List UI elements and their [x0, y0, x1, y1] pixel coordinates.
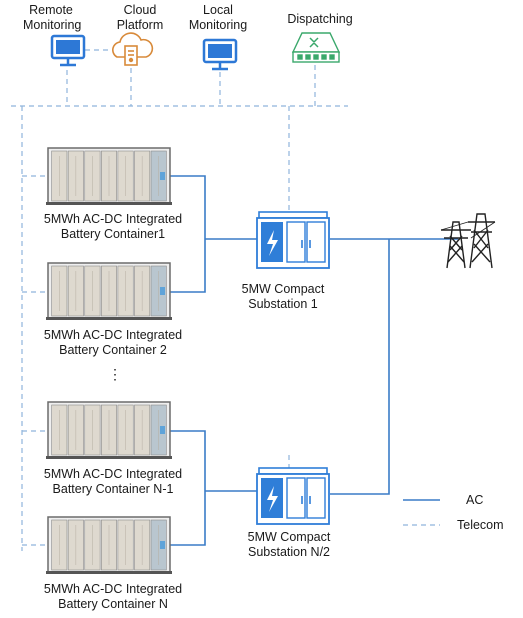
cloud-platform-label-line1: Cloud	[123, 3, 157, 17]
battery-container-n-label-line2: Battery Container N	[58, 597, 168, 611]
substation-1-label: 5MW Compact Substation 1	[228, 282, 338, 312]
cloud-server-icon	[112, 32, 154, 66]
battery-container-2-label: 5MWh AC-DC Integrated Battery Container …	[28, 328, 198, 358]
remote-monitoring-label: Remote Monitoring	[23, 3, 82, 33]
power-tower-icon	[440, 213, 496, 269]
battery-container-n-label: 5MWh AC-DC Integrated Battery Container …	[28, 582, 198, 612]
local-monitoring-label-line2: Monitoring	[188, 18, 248, 32]
legend-telecom-label: Telecom	[457, 518, 504, 532]
substation-n2-label-line2: Substation N/2	[248, 545, 330, 559]
dispatching-label: Dispatching	[283, 12, 357, 27]
network-switch-icon	[291, 32, 341, 63]
battery-container-n-label-line1: 5MWh AC-DC Integrated	[43, 582, 183, 596]
substation-1-label-line1: 5MW Compact	[241, 282, 325, 296]
battery-container-2-icon	[46, 262, 172, 320]
local-monitoring-label-line1: Local	[203, 3, 233, 17]
battery-container-n-1-label-line1: 5MWh AC-DC Integrated	[43, 467, 183, 481]
battery-container-1-label-line1: 5MWh AC-DC Integrated	[43, 212, 183, 226]
substation-n2-label-line1: 5MW Compact	[247, 530, 331, 544]
battery-container-2-label-line2: Battery Container 2	[59, 343, 167, 357]
local-monitoring-label: Local Monitoring	[188, 3, 248, 33]
battery-container-n-1-label: 5MWh AC-DC Integrated Battery Container …	[28, 467, 198, 497]
ac-lines	[170, 175, 458, 546]
battery-container-1-label-line2: Battery Container1	[60, 227, 166, 241]
battery-container-n-1-label-line2: Battery Container N-1	[52, 482, 174, 496]
remote-monitoring-monitor-icon	[50, 34, 86, 67]
substation-1-label-line2: Substation 1	[248, 297, 318, 311]
remote-monitoring-label-line1: Remote	[29, 3, 73, 17]
cloud-platform-label: Cloud Platform	[110, 3, 170, 33]
ellipsis: ⋮	[108, 366, 122, 382]
telecom-lines	[11, 49, 440, 551]
local-monitoring-monitor-icon	[202, 38, 238, 71]
substation-1-icon	[256, 211, 330, 269]
battery-container-1-label: 5MWh AC-DC Integrated Battery Container1	[28, 212, 198, 242]
battery-container-2-label-line1: 5MWh AC-DC Integrated	[43, 328, 183, 342]
battery-container-n-1-icon	[46, 401, 172, 459]
substation-n2-label: 5MW Compact Substation N/2	[234, 530, 344, 560]
battery-container-1-icon	[46, 147, 172, 205]
remote-monitoring-label-line2: Monitoring	[23, 18, 82, 32]
substation-n2-icon	[256, 467, 330, 525]
cloud-platform-label-line2: Platform	[116, 18, 164, 32]
dispatching-label-line1: Dispatching	[287, 12, 353, 26]
battery-container-n-icon	[46, 516, 172, 574]
legend-ac-label: AC	[466, 493, 484, 507]
